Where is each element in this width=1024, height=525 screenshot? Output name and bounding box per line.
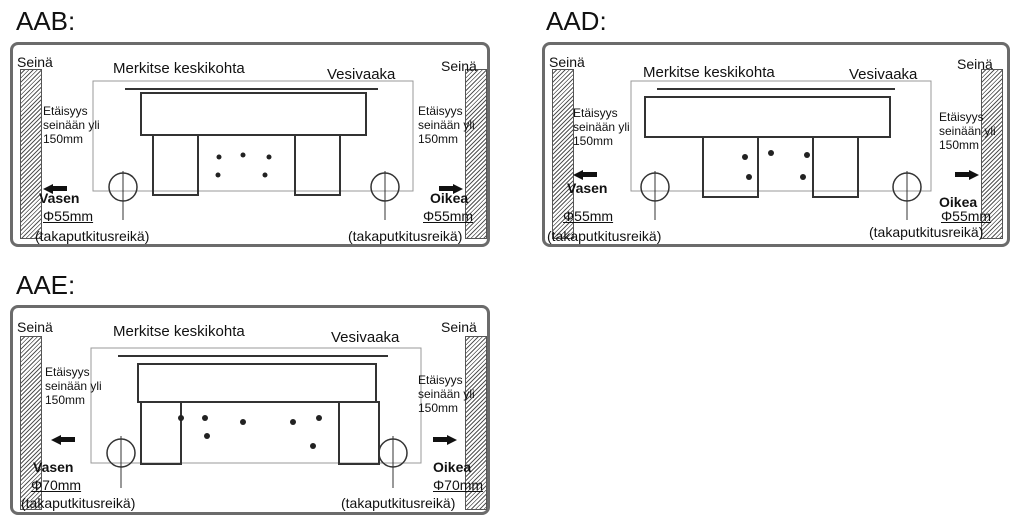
pipe-hole-label-left: (takaputkitusreikä) (21, 495, 136, 511)
distance-label-left: Etäisyys seinään yli 150mm (43, 104, 100, 146)
pipe-hole-label-left: (takaputkitusreikä) (547, 228, 662, 244)
wall-left-hatch (20, 69, 42, 239)
hole-size-right: Φ55mm (423, 208, 474, 224)
panel-aae: Seinä Seinä Merkitse keskikohta Vesivaak… (10, 305, 490, 515)
mounting-plate-diagram (51, 347, 457, 488)
pipe-hole-label-right: (takaputkitusreikä) (348, 228, 463, 244)
right-side-label: Oikea (939, 194, 978, 210)
level-label: Vesivaaka (331, 329, 400, 346)
mounting-plate-diagram (43, 80, 463, 220)
wall-label-left: Seinä (17, 54, 53, 70)
wall-left-hatch (552, 69, 574, 239)
hole-size-left: Φ70mm (31, 477, 82, 493)
mark-center-label: Merkitse keskikohta (113, 323, 245, 340)
panel-aab: Seinä Seinä Merkitse keskikohta Vesivaak… (10, 42, 490, 247)
panel-title-aab: AAB: (16, 6, 76, 36)
distance-label-right: Etäisyys seinään yli 150mm (939, 110, 996, 152)
wall-left-hatch (20, 336, 42, 510)
wall-right-hatch (465, 69, 487, 239)
hole-size-left: Φ55mm (43, 208, 94, 224)
wall-label-right: Seinä (957, 56, 993, 72)
panel-title-aae: AAE: (16, 270, 76, 300)
level-label: Vesivaaka (327, 66, 396, 83)
wall-label-right: Seinä (441, 58, 477, 74)
left-side-label: Vasen (567, 180, 608, 196)
panel-aad: Seinä Seinä Merkitse keskikohta Vesivaak… (542, 42, 1010, 247)
mounting-plate-diagram (573, 80, 979, 220)
pipe-hole-label-right: (takaputkitusreikä) (341, 495, 456, 511)
distance-label-right: Etäisyys seinään yli 150mm (418, 104, 475, 146)
hole-size-left: Φ55mm (563, 208, 614, 224)
pipe-hole-label-right: (takaputkitusreikä) (869, 224, 984, 240)
left-side-label: Vasen (39, 190, 80, 206)
distance-label-left: Etäisyys seinään yli 150mm (573, 106, 630, 148)
distance-label-right: Etäisyys seinään yli 150mm (418, 373, 475, 415)
mark-center-label: Merkitse keskikohta (643, 64, 775, 81)
distance-label-left: Etäisyys seinään yli 150mm (45, 365, 102, 407)
right-side-label: Oikea (433, 459, 472, 475)
mark-center-label: Merkitse keskikohta (113, 60, 245, 77)
wall-label-left: Seinä (17, 319, 53, 335)
wall-label-right: Seinä (441, 319, 477, 335)
hole-size-right: Φ55mm (941, 208, 992, 224)
left-side-label: Vasen (33, 459, 74, 475)
wall-right-hatch (981, 69, 1003, 239)
panel-title-aad: AAD: (546, 6, 607, 36)
pipe-hole-label-left: (takaputkitusreikä) (35, 228, 150, 244)
hole-size-right: Φ70mm (433, 477, 484, 493)
wall-label-left: Seinä (549, 54, 585, 70)
right-side-label: Oikea (430, 190, 469, 206)
level-label: Vesivaaka (849, 66, 918, 83)
wall-right-hatch (465, 336, 487, 510)
